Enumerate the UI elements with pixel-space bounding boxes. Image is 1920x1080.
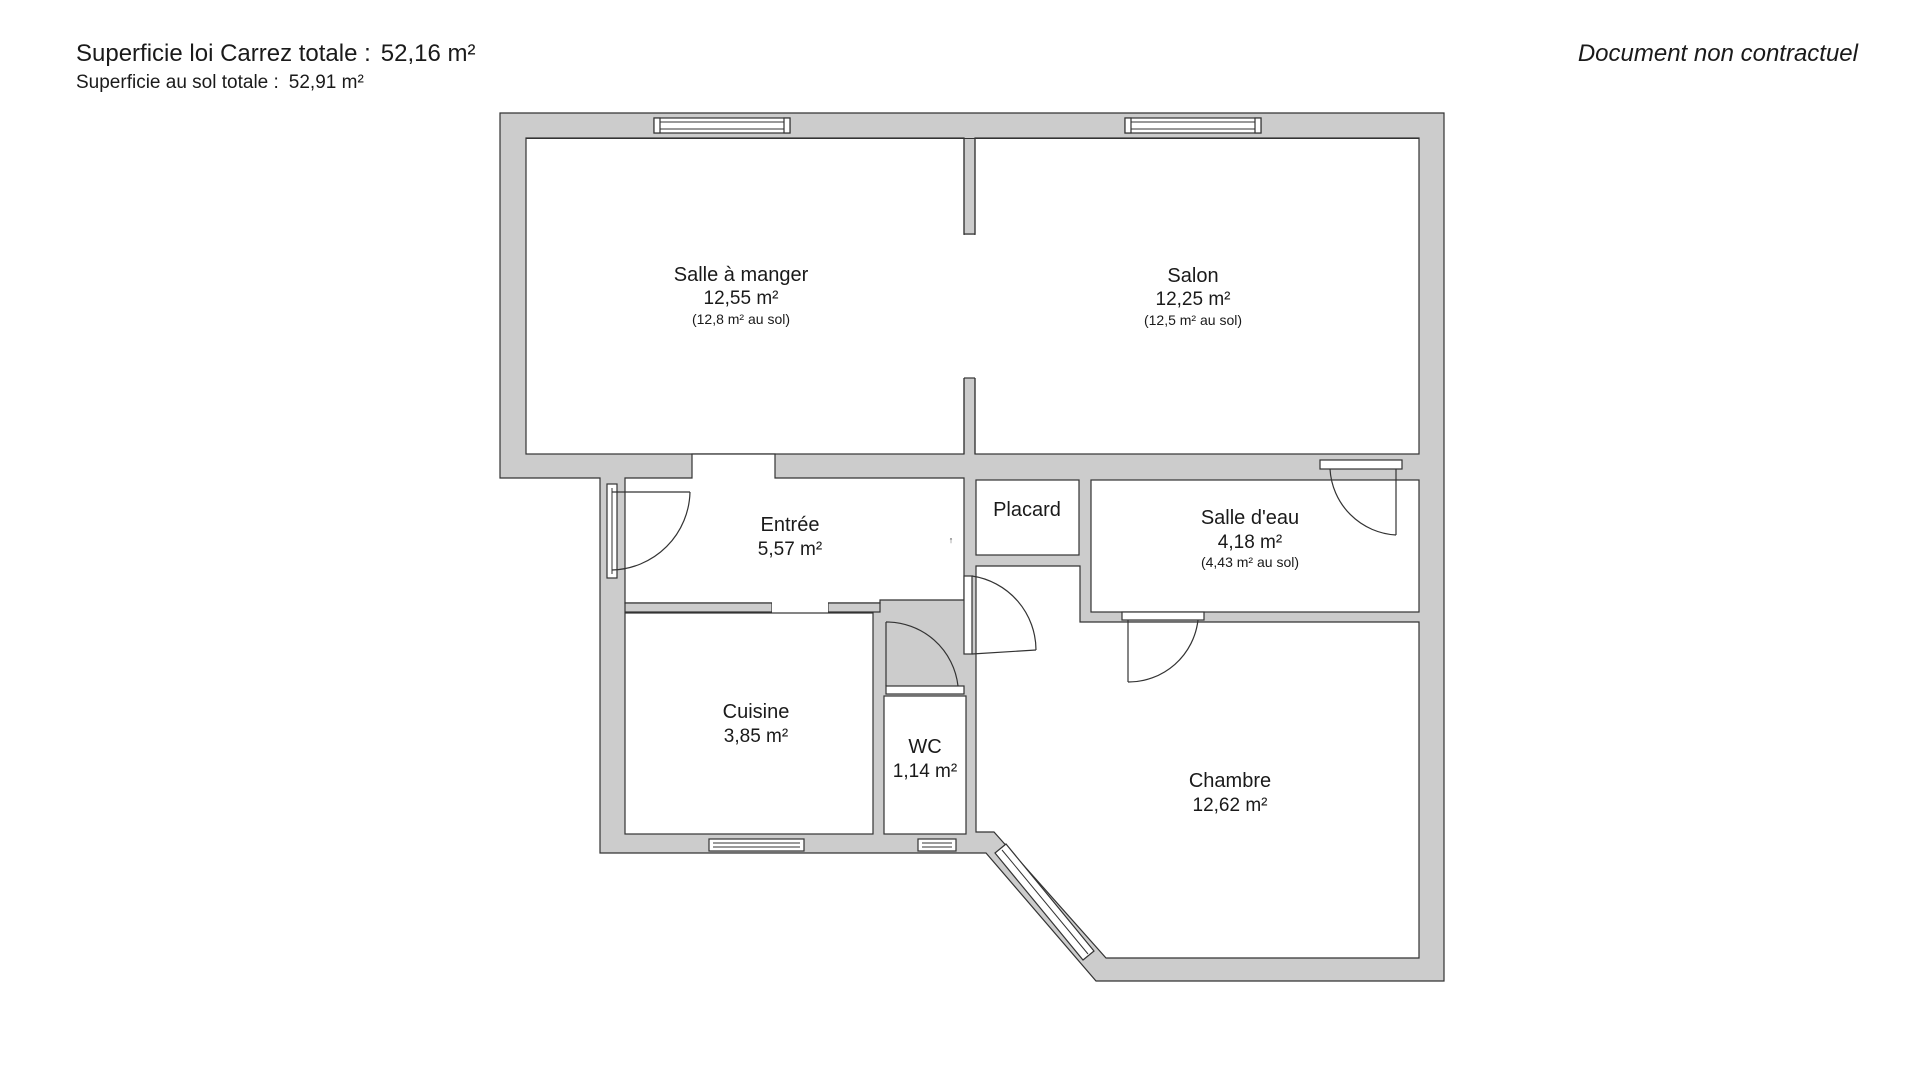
room-salon — [974, 137, 1420, 455]
opening-dining-living — [963, 235, 977, 378]
label-wc-name: WC — [908, 736, 941, 758]
door-entree — [611, 491, 691, 571]
room-wc — [883, 695, 967, 835]
window-bottom-wc — [917, 838, 957, 852]
window-top-living — [1124, 117, 1262, 134]
label-salle-d-eau-area: 4,18 m² — [1218, 532, 1282, 553]
disclaimer: Document non contractuel — [1577, 40, 1858, 67]
label-salon-area: 12,25 m² — [1156, 289, 1231, 310]
label-cuisine-name: Cuisine — [723, 701, 790, 723]
label-chambre-name: Chambre — [1189, 770, 1271, 792]
door-salon-salle-d-eau — [1319, 459, 1403, 536]
window-top-dining — [653, 117, 791, 134]
label-salon-sol: (12,5 m² au sol) — [1144, 312, 1242, 328]
label-salle-a-manger-area: 12,55 m² — [704, 288, 779, 309]
carrez-total-label: Superficie loi Carrez totale : — [76, 40, 371, 67]
label-salle-d-eau-sol: (4,43 m² au sol) — [1201, 554, 1299, 570]
room-salle-d-eau — [1090, 479, 1420, 613]
door-chambre — [963, 575, 1037, 655]
sol-total-label: Superficie au sol totale : — [76, 72, 279, 93]
room-placard — [975, 479, 1080, 556]
wall-entree-cuisine-left — [624, 602, 773, 613]
label-salle-a-manger-sol: (12,8 m² au sol) — [692, 311, 790, 327]
sol-total: Superficie au sol totale : 52,91 m² — [76, 72, 364, 94]
window-left-entree — [606, 483, 618, 579]
label-salle-a-manger-name: Salle à manger — [674, 264, 809, 286]
window-diagonal-bedroom — [994, 843, 1095, 961]
label-salon-name: Salon — [1167, 265, 1218, 287]
door-salle-d-eau — [1121, 611, 1205, 683]
label-salle-d-eau-name: Salle d'eau — [1201, 507, 1299, 529]
sol-total-value: 52,91 m² — [288, 72, 364, 93]
label-wc-area: 1,14 m² — [893, 761, 957, 782]
carrez-total: Superficie loi Carrez totale : 52,16 m² — [76, 40, 476, 68]
window-bottom-kitchen — [708, 838, 805, 852]
room-chambre — [975, 565, 1420, 959]
label-chambre-area: 12,62 m² — [1193, 795, 1268, 816]
door-wc — [885, 621, 965, 695]
wall-entree-cuisine-right — [827, 602, 881, 613]
label-entree-name: Entrée — [761, 514, 820, 536]
marker-arrow: ↑ — [949, 535, 954, 545]
room-salle-a-manger — [525, 137, 965, 455]
room-cuisine — [624, 612, 874, 835]
label-placard-name: Placard — [993, 499, 1061, 521]
label-cuisine-area: 3,85 m² — [724, 726, 788, 747]
label-entree-area: 5,57 m² — [758, 539, 822, 560]
carrez-total-value: 52,16 m² — [380, 40, 476, 67]
